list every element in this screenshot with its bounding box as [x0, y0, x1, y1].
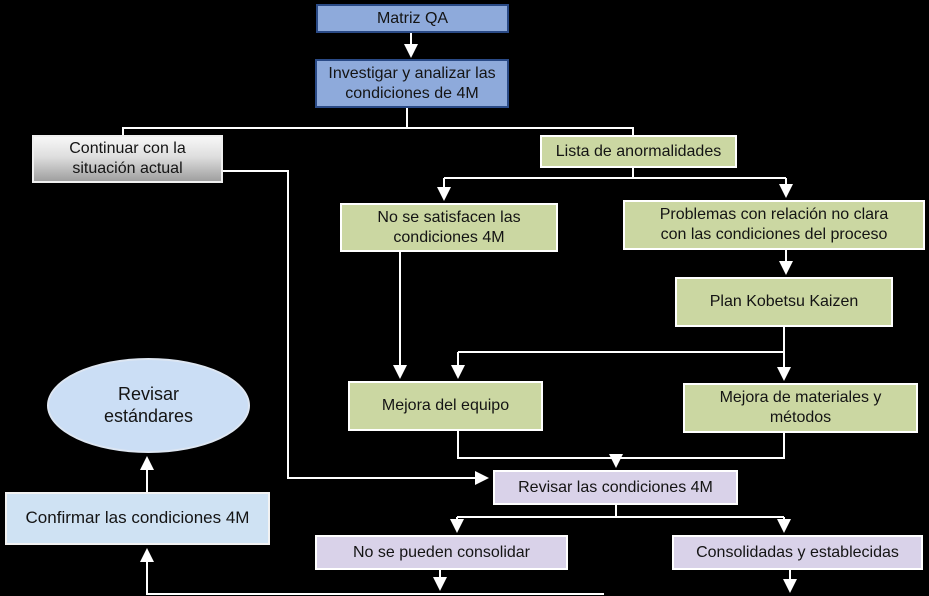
node-confirmar-condiciones: Confirmar las condiciones 4M [5, 492, 270, 545]
node-no-consolidar-label: No se pueden consolidar [352, 543, 530, 561]
node-mejora-materiales-label: Mejora de materiales y métodos [719, 389, 882, 426]
node-mejora-equipo-label: Mejora del equipo [381, 397, 510, 415]
node-lista-anormalidades: Lista de anormalidades [540, 135, 737, 168]
node-revisar-estandares: Revisar estándares [47, 358, 250, 453]
node-consolidadas-label: Consolidadas y establecidas [696, 543, 899, 561]
edge-branch-bar-top [122, 127, 634, 136]
node-consolidadas: Consolidadas y establecidas [672, 535, 923, 570]
node-no-satisfacen-label: No se satisfacen las condiciones 4M [377, 208, 521, 246]
edge-plan-bar [458, 327, 785, 353]
node-lista-anormalidades-label: Lista de anormalidades [555, 142, 722, 160]
node-problemas-relacion-label: Problemas con relación no clara con las … [659, 206, 889, 243]
edge-mejoras-merge [457, 431, 785, 459]
node-problemas-relacion: Problemas con relación no clara con las … [623, 200, 925, 250]
node-investigar-analizar-label: Investigar y analizar las condiciones de… [328, 64, 496, 102]
node-continuar-situacion-label: Continuar con la situación actual [69, 140, 186, 177]
node-revisar-condiciones-label: Revisar las condiciones 4M [518, 478, 713, 496]
node-no-consolidar: No se pueden consolidar [315, 535, 568, 570]
node-mejora-materiales: Mejora de materiales y métodos [683, 383, 918, 433]
node-plan-kobetsu: Plan Kobetsu Kaizen [675, 277, 893, 327]
node-revisar-estandares-label: Revisar estándares [103, 383, 194, 426]
edge-continuar-revisar [223, 170, 489, 485]
node-revisar-condiciones: Revisar las condiciones 4M [493, 470, 738, 505]
node-no-satisfacen: No se satisfacen las condiciones 4M [340, 203, 558, 252]
node-confirmar-condiciones-label: Confirmar las condiciones 4M [25, 508, 250, 528]
node-matriz-qa-label: Matriz QA [376, 9, 449, 27]
node-matriz-qa: Matriz QA [316, 4, 509, 33]
node-continuar-situacion: Continuar con la situación actual [32, 135, 223, 183]
node-investigar-analizar: Investigar y analizar las condiciones de… [315, 59, 509, 108]
edge-bottom-loop [140, 548, 604, 595]
node-plan-kobetsu-label: Plan Kobetsu Kaizen [709, 293, 859, 311]
node-mejora-equipo: Mejora del equipo [348, 381, 543, 431]
